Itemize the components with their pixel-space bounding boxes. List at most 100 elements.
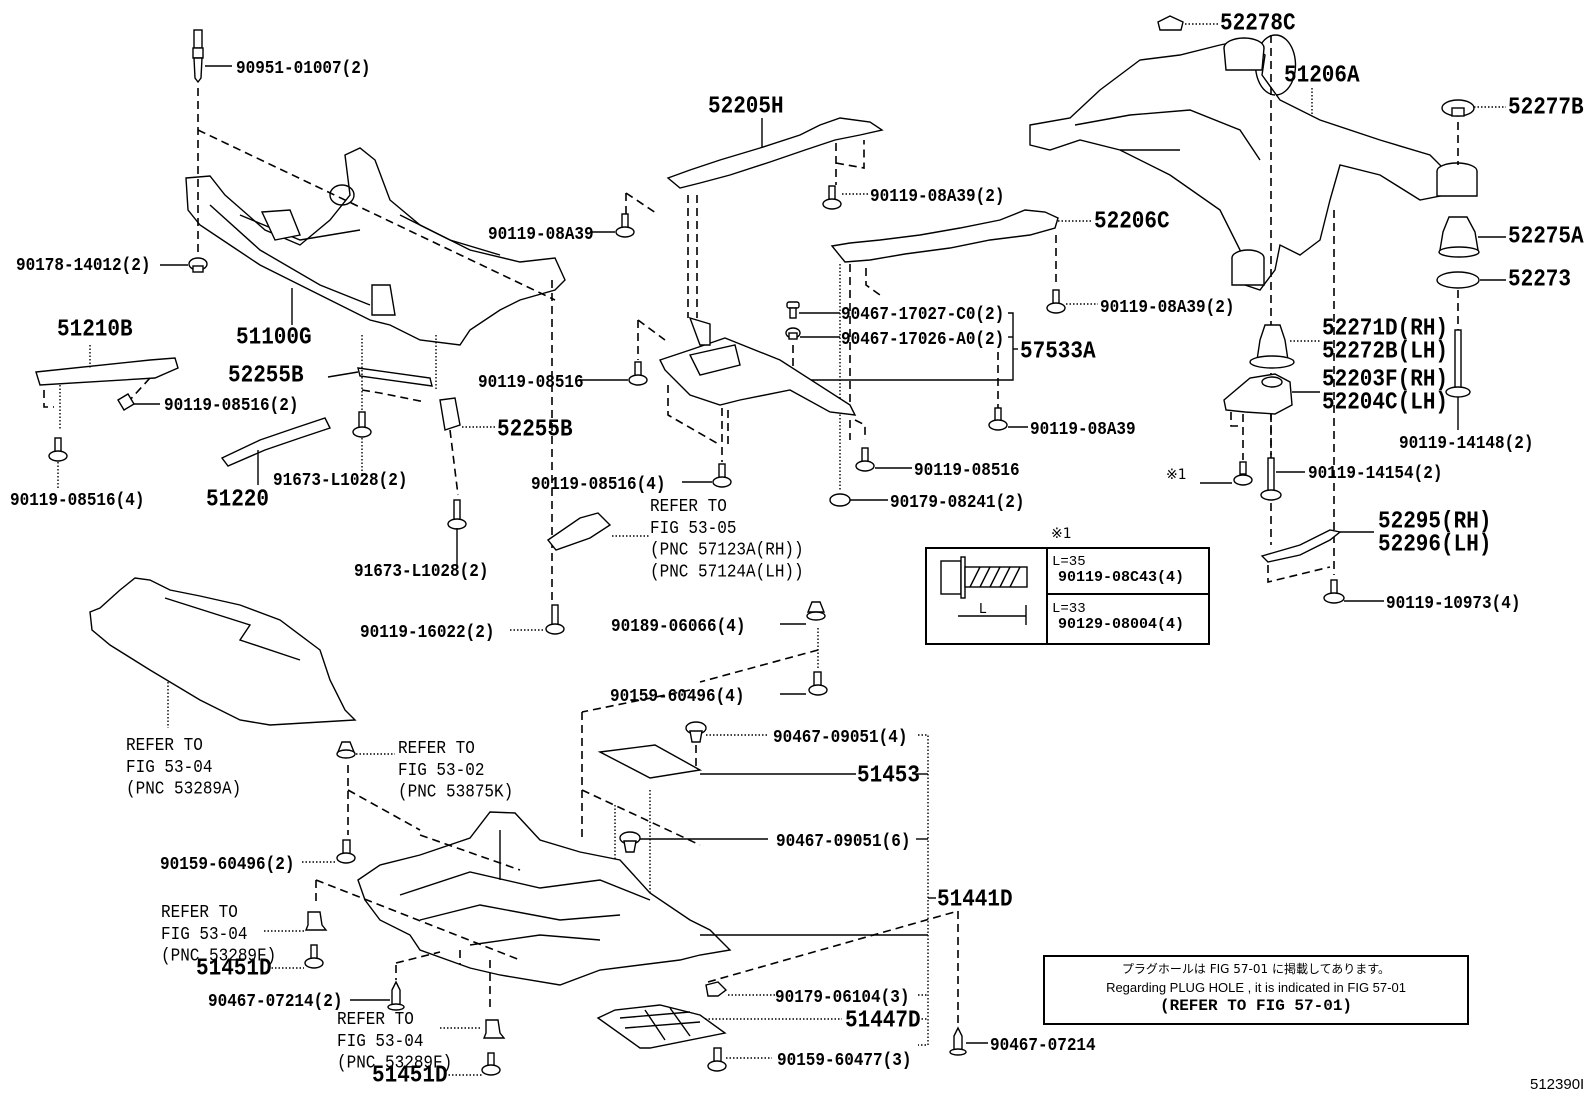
- part-label[interactable]: 52278C: [1220, 10, 1296, 38]
- mount-52203F-icon: [1223, 373, 1293, 415]
- part-label[interactable]: 51441D: [937, 886, 1013, 914]
- cover-51453-drawing: [597, 744, 703, 779]
- plate-52255B-drawing: [357, 367, 433, 387]
- engine-under-cover-51441D-drawing: [357, 811, 732, 986]
- bolt-length: L=33: [1052, 601, 1086, 617]
- clip-53875K-icon: [336, 741, 356, 759]
- part-label[interactable]: 52277B: [1508, 94, 1584, 122]
- part-label[interactable]: 51206A: [1284, 62, 1360, 90]
- cap-52278C-icon: [1157, 15, 1184, 31]
- part-label[interactable]: 51451D: [372, 1062, 448, 1090]
- part-label[interactable]: 90189-06066(4): [611, 616, 746, 637]
- part-label[interactable]: 90119-08516(4): [10, 490, 145, 511]
- bolt-91673-icon: [447, 499, 467, 530]
- part-label[interactable]: 52296(LH): [1378, 531, 1492, 559]
- part-label[interactable]: 52204C(LH): [1322, 389, 1449, 417]
- part-label[interactable]: 52272B(LH): [1322, 338, 1449, 366]
- part-label[interactable]: 52205H: [708, 93, 784, 121]
- bracket-52295-drawing: [1260, 529, 1342, 563]
- bolt-table-row: L=33 90129-08004(4): [1048, 596, 1208, 642]
- note-english: Regarding PLUG HOLE , it is indicated in…: [1106, 980, 1406, 995]
- reference-note[interactable]: REFER TO FIG 53-04 (PNC 53289A): [126, 735, 242, 800]
- part-label[interactable]: 90159-60496(4): [610, 686, 745, 707]
- nut-90179-08241-icon: [829, 493, 851, 507]
- bolt-51451D-icon: [481, 1052, 501, 1076]
- part-label[interactable]: 51100G: [236, 324, 312, 352]
- part-label[interactable]: 90159-60496(2): [160, 854, 295, 875]
- clip-90179-06104-icon: [705, 981, 728, 997]
- bolt-90159-60496-icon: [808, 671, 828, 696]
- part-label[interactable]: 90119-14154(2): [1308, 463, 1443, 484]
- part-label[interactable]: 51447D: [845, 1007, 921, 1035]
- part-label[interactable]: 90467-09051(6): [776, 831, 911, 852]
- bolt-90119-14154-icon: [1260, 457, 1282, 501]
- part-label[interactable]: 90119-08A39(2): [1100, 297, 1235, 318]
- reference-note[interactable]: REFER TO FIG 53-02 (PNC 53875K): [398, 738, 514, 803]
- part-label[interactable]: 91673-L1028(2): [273, 470, 408, 491]
- bolt-90119-14148-icon: [1445, 329, 1471, 398]
- part-label[interactable]: 90467-09051(4): [773, 727, 908, 748]
- part-label[interactable]: 90119-08A39(2): [870, 186, 1005, 207]
- bolt-90159-60496-icon: [336, 839, 356, 864]
- part-label[interactable]: 90119-10973(4): [1386, 593, 1521, 614]
- bolt-90119-08A39-icon: [1046, 289, 1066, 314]
- part-label[interactable]: 57533A: [1020, 338, 1096, 366]
- bracket-51220-drawing: [220, 417, 331, 467]
- part-label[interactable]: 90119-14148(2): [1399, 433, 1534, 454]
- part-label[interactable]: 90951-01007(2): [236, 58, 371, 79]
- asterisk-reference: ※1: [1166, 467, 1187, 483]
- clip-53289F-icon: [482, 1019, 506, 1039]
- clip-53289F-icon: [304, 911, 328, 931]
- reference-note[interactable]: REFER TO FIG 53-04 (PNC 53289F): [161, 902, 277, 967]
- part-label[interactable]: 90119-08516: [914, 460, 1020, 481]
- part-label[interactable]: 52203F(RH): [1322, 366, 1449, 394]
- part-label[interactable]: 51220: [206, 486, 270, 514]
- reference-note[interactable]: REFER TO FIG 53-04 (PNC 53289F): [337, 1009, 453, 1074]
- clip-90467-09051-icon: [685, 721, 707, 743]
- bolt-part-number[interactable]: 90119-08C43(4): [1058, 569, 1185, 586]
- part-label[interactable]: 90119-08A39: [1030, 419, 1136, 440]
- rear-subframe-drawing: [1029, 34, 1478, 291]
- part-label[interactable]: 52273: [1508, 266, 1572, 294]
- part-label[interactable]: 90179-08241(2): [890, 492, 1025, 513]
- bolt-90119-08A39-icon: [615, 213, 635, 238]
- bolt-part-number[interactable]: 90129-08004(4): [1058, 616, 1185, 633]
- part-label[interactable]: 90179-06104(3): [775, 987, 910, 1008]
- part-label[interactable]: 90119-16022(2): [360, 622, 495, 643]
- part-label[interactable]: 90467-07214(2): [208, 991, 343, 1012]
- part-label[interactable]: 90467-07214: [990, 1035, 1096, 1056]
- part-label[interactable]: 52295(RH): [1378, 508, 1492, 536]
- bolt-90119-08516-icon: [855, 447, 875, 472]
- bracket-57123A-drawing: [546, 512, 612, 551]
- part-label[interactable]: 52255B: [497, 416, 573, 444]
- part-label[interactable]: 52275A: [1508, 223, 1584, 251]
- part-label[interactable]: 51453: [857, 762, 921, 790]
- part-label[interactable]: 90119-08516: [478, 372, 584, 393]
- part-label[interactable]: 90467-17026-A0(2): [841, 329, 1005, 350]
- part-label[interactable]: 52255B: [228, 362, 304, 390]
- part-label[interactable]: 90178-14012(2): [16, 255, 151, 276]
- part-label[interactable]: 90119-08516(2): [164, 395, 299, 416]
- part-label[interactable]: 90467-17027-C0(2): [841, 304, 1005, 325]
- part-label[interactable]: 90119-08A39: [488, 224, 594, 245]
- part-label[interactable]: 91673-L1028(2): [354, 561, 489, 582]
- clip-90467-17026-icon: [785, 327, 801, 340]
- part-label[interactable]: 90159-60477(3): [777, 1050, 912, 1071]
- plate-57533A-drawing: [659, 337, 857, 416]
- bracket-52255B-drawing: [439, 397, 461, 431]
- clip-90467-07214-icon: [949, 1026, 967, 1056]
- bolt-90119-08A39-icon: [988, 407, 1008, 431]
- part-label[interactable]: 51451D: [196, 955, 272, 983]
- part-label[interactable]: 52271D(RH): [1322, 315, 1449, 343]
- part-label[interactable]: 51210B: [57, 316, 133, 344]
- part-label[interactable]: 90119-08516(4): [531, 474, 666, 495]
- bolt-90119-08A39-icon: [822, 185, 842, 210]
- figure-code: 512390I: [1530, 1076, 1585, 1093]
- part-label[interactable]: 52206C: [1094, 208, 1170, 236]
- reference-note[interactable]: REFER TO FIG 53-05 (PNC 57123A(RH)) (PNC…: [650, 496, 804, 583]
- bolt-91673-icon: [352, 411, 372, 438]
- bracket-51210B-drawing: [35, 357, 179, 386]
- note-reference-link[interactable]: (REFER TO FIG 57-01): [1159, 997, 1353, 1015]
- bracket-51447D-drawing: [596, 1004, 727, 1049]
